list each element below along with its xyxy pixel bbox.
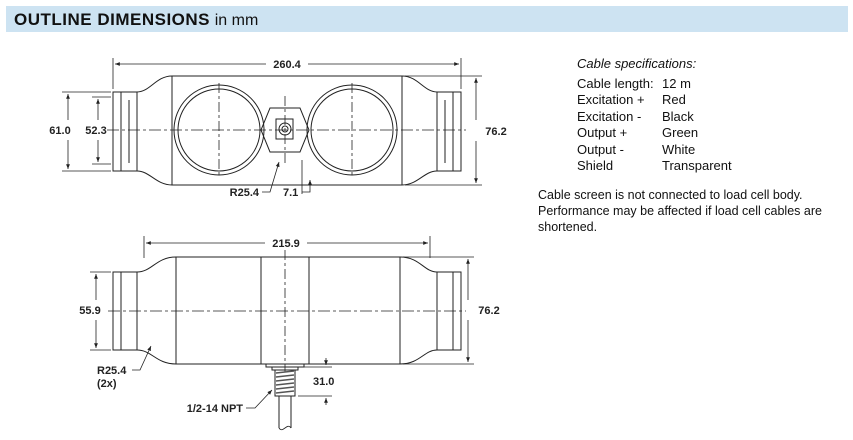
dim-side-body-height: 76.2: [478, 305, 499, 317]
dim-height-inner: 52.3: [85, 125, 106, 137]
dim-overall-length: 260.4: [273, 59, 301, 71]
side-body-upper-edge: [136, 256, 438, 273]
table-row: Excitation + Red: [577, 92, 732, 109]
section-title-text: OUTLINE DIMENSIONS: [14, 10, 211, 29]
cable-spec-value: Black: [662, 108, 694, 124]
top-view: [62, 58, 482, 194]
cable-spec-label: Output -: [577, 141, 624, 157]
dim-fitting-length: 31.0: [313, 376, 334, 388]
top-left-end-block: [112, 91, 138, 172]
dim-top-offset: 7.1: [283, 187, 298, 199]
top-body-lower-edge: [136, 170, 438, 186]
table-row: Output - White: [577, 142, 732, 159]
table-row: Excitation - Black: [577, 109, 732, 126]
side-fitting-thread: [274, 369, 296, 397]
cable-spec-label: Output +: [577, 125, 628, 140]
section-title: OUTLINE DIMENSIONS in mm: [14, 10, 258, 30]
dim-height-outer: 61.0: [49, 125, 70, 137]
cable-spec-value: 12 m: [662, 75, 691, 91]
table-row: Output + Green: [577, 125, 732, 142]
dim-top-body-height: 76.2: [485, 126, 506, 138]
cable-spec-value: Transparent: [662, 158, 732, 173]
cable-spec-title: Cable specifications:: [577, 56, 697, 71]
top-right-end-block: [436, 91, 462, 172]
section-header-bar: [6, 6, 848, 32]
cable-spec-label: Cable length:: [577, 75, 654, 91]
top-body-upper-edge: [136, 75, 438, 93]
side-body-lower-edge: [136, 349, 438, 365]
dim-side-radius: R25.4: [97, 365, 127, 377]
table-row: Cable length: 12 m: [577, 76, 732, 93]
cable-spec-label: Excitation -: [577, 108, 642, 124]
dim-thread: 1/2-14 NPT: [187, 403, 244, 415]
cable-spec-label: Excitation +: [577, 92, 645, 107]
side-cable: [278, 396, 292, 428]
cable-spec-label: Shield: [577, 158, 614, 173]
cable-spec-value: Green: [662, 125, 699, 140]
side-thread-hatching: [275, 370, 295, 394]
dim-side-radius-count: (2x): [97, 378, 117, 390]
dim-side-height: 55.9: [79, 305, 100, 317]
cable-note-performance: Performance may be affected if load cell…: [538, 203, 822, 234]
dim-side-length: 215.9: [272, 238, 300, 250]
cable-spec-value: Red: [662, 92, 686, 107]
cable-note-screen: Cable screen is not connected to load ce…: [538, 187, 803, 202]
cable-spec-value: White: [662, 141, 696, 157]
cable-note: Cable screen is not connected to load ce…: [538, 187, 850, 235]
table-row: Shield Transparent: [577, 158, 732, 175]
cable-spec-table: Cable length: 12 m Excitation + Red Exci…: [577, 76, 732, 175]
dim-top-radius: R25.4: [230, 187, 260, 199]
side-view: [90, 236, 474, 431]
cable-specifications-panel: Cable specifications: Cable length: 12 m…: [538, 56, 850, 235]
section-title-unit: in mm: [214, 12, 259, 29]
